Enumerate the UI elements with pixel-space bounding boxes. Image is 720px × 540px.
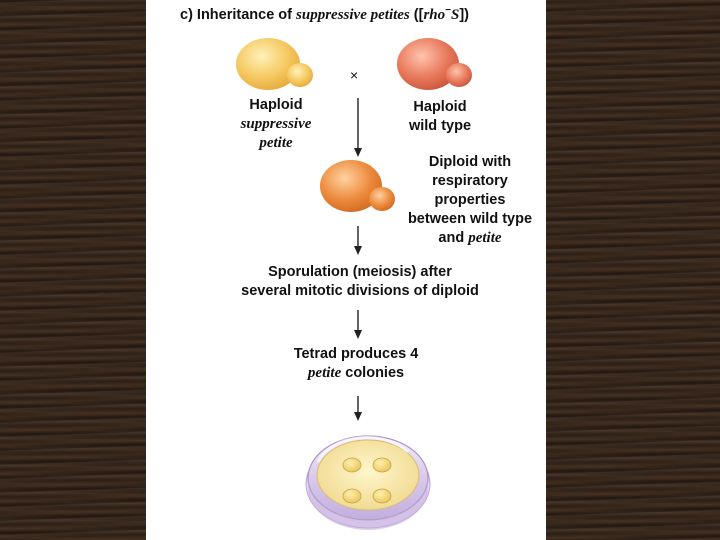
haploid-suppressive-label: Haploid suppressive petite [240, 97, 312, 151]
figure-panel: c) Inheritance of suppressive petites ([… [146, 0, 546, 540]
haploid-wild-type-label: Haploid wild type [408, 99, 472, 134]
petite-colony [372, 457, 392, 473]
diploid-cell [320, 160, 395, 212]
diploid-label: Diploid with respiratory properties betw… [407, 154, 533, 246]
tetrad-label: Tetrad produces 4 petite colonies [293, 346, 419, 381]
petite-colony [342, 457, 362, 473]
arrow-tetrad-to-dish [354, 396, 362, 421]
arrow-diploid-to-sporulation [354, 226, 362, 255]
diagram-art [236, 38, 472, 530]
figure-title: c) Inheritance of suppressive petites ([… [180, 5, 470, 23]
haploid-suppressive-cell [236, 38, 313, 90]
cross-symbol: × [350, 67, 359, 83]
petri-dish [305, 435, 431, 530]
petite-colony [372, 488, 392, 504]
petite-colony [342, 488, 362, 504]
sporulation-label: Sporulation (meiosis) after several mito… [241, 264, 479, 299]
arrow-sporulation-to-tetrad [354, 310, 362, 339]
arrow-cross-to-diploid [354, 98, 362, 157]
haploid-wild-type-cell [397, 38, 472, 90]
